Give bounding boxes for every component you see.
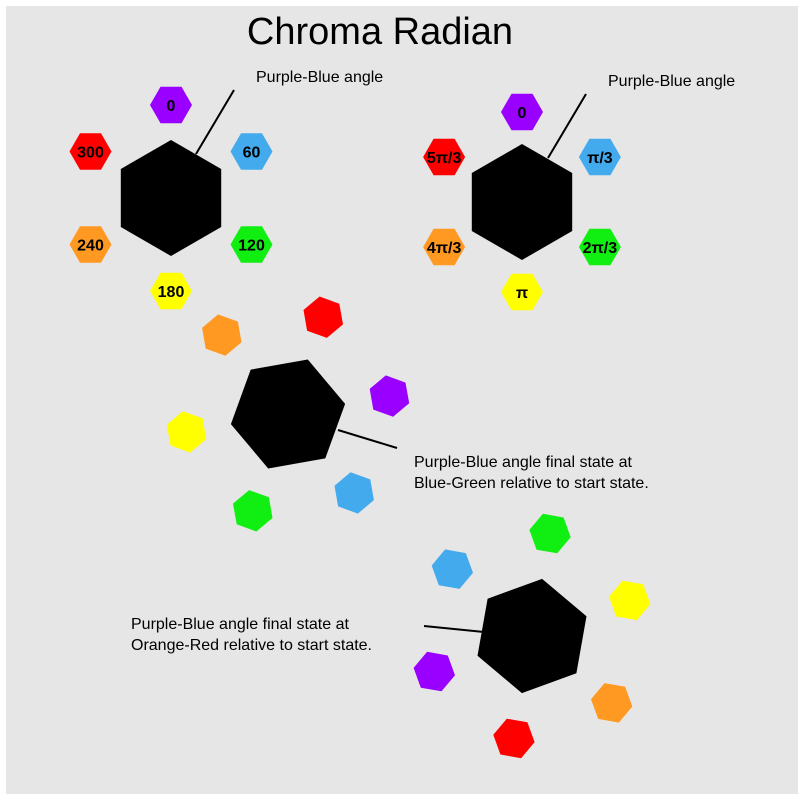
blue-hexagon [578, 138, 621, 176]
callout-leader-line [547, 93, 587, 159]
satellite-label-purple: 0 [167, 98, 176, 115]
core-hexagon [120, 140, 222, 256]
satellite-hexagon-green [529, 513, 571, 554]
satellite-hexagon-red [493, 718, 535, 759]
satellite-hexagon-red [303, 296, 343, 338]
core-hexagon [471, 144, 573, 260]
callout-line: Purple-Blue angle final state at [131, 616, 349, 633]
blue-hexagon [230, 133, 273, 170]
callout-text: Purple-Blue angle final state at Orange-R… [131, 616, 372, 654]
satellite-hexagon-yellow: π [501, 273, 543, 311]
diagram-blue-green-state: Purple-Blue angle final state at Blue-Gre… [166, 296, 649, 532]
satellite-hexagon-orange: 4π/3 [423, 228, 466, 266]
satellite-label-blue: π/3 [587, 150, 613, 167]
page-title: Chroma Radian [247, 11, 513, 53]
satellite-hexagon-purple: 0 [501, 93, 543, 131]
blue-hexagon [431, 549, 473, 589]
yellow-hexagon [501, 273, 543, 311]
satellite-hexagon-green: 120 [230, 226, 273, 263]
callout-line: Blue-Green relative to start state. [414, 475, 649, 492]
yellow-hexagon [609, 580, 651, 621]
satellite-label-purple: 0 [518, 105, 527, 122]
satellite-hexagon-red: 300 [69, 133, 112, 170]
satellite-hexagon-blue [431, 549, 473, 589]
satellite-label-red: 300 [77, 145, 104, 162]
core-hexagon [477, 578, 587, 694]
callout-text: Purple-Blue angle [608, 73, 735, 90]
callout-leader-line [423, 625, 485, 633]
core-hexagon [230, 359, 346, 469]
red-hexagon [69, 133, 112, 170]
satellite-label-green: 2π/3 [583, 240, 618, 257]
satellite-hexagon-purple [413, 651, 455, 692]
orange-hexagon [69, 226, 112, 263]
blue-hexagon [334, 472, 374, 514]
diagram-radians: 0 π/3 2π/3 π 4π/3 5π/3 Purple-Blue angle [423, 73, 735, 311]
satellite-hexagon-blue [334, 472, 374, 514]
green-hexagon [529, 513, 571, 554]
diagram-orange-red-state: Purple-Blue angle final state at Orange-R… [131, 513, 651, 759]
callout-line: Orange-Red relative to start state. [131, 637, 372, 654]
satellite-hexagon-yellow [166, 411, 207, 453]
purple-hexagon [150, 86, 192, 124]
satellite-label-blue: 60 [243, 145, 261, 162]
green-hexagon [230, 226, 273, 263]
callout-line: Purple-Blue angle [608, 73, 735, 90]
orange-hexagon [423, 228, 466, 266]
callout-line: Purple-Blue angle [256, 69, 383, 86]
satellite-label-red: 5π/3 [427, 150, 462, 167]
callout-leader-line [337, 429, 398, 449]
satellite-label-yellow: 180 [158, 284, 185, 301]
satellite-hexagon-orange: 240 [69, 226, 112, 263]
yellow-hexagon [166, 411, 207, 453]
satellite-label-orange: 4π/3 [427, 240, 462, 257]
purple-hexagon [369, 375, 410, 417]
orange-hexagon [591, 683, 633, 723]
callout-leader-line [195, 89, 235, 155]
red-hexagon [303, 296, 343, 338]
satellite-hexagon-orange [591, 683, 633, 723]
satellite-label-green: 120 [238, 238, 265, 255]
satellite-hexagon-green: 2π/3 [578, 228, 621, 266]
purple-hexagon [501, 93, 543, 131]
satellite-hexagon-purple [369, 375, 410, 417]
yellow-hexagon [150, 272, 192, 310]
diagram-layer: 0 60 120 180 240 300 Purple-Blue angle 0 π/3 2π/3… [69, 69, 735, 759]
green-hexagon [578, 228, 621, 266]
callout-text: Purple-Blue angle final state at Blue-Gre… [414, 454, 649, 492]
satellite-hexagon-purple: 0 [150, 86, 192, 124]
orange-hexagon [202, 314, 242, 356]
satellite-hexagon-yellow [609, 580, 651, 621]
green-hexagon [233, 490, 273, 532]
callout-text: Purple-Blue angle [256, 69, 383, 86]
red-hexagon [423, 138, 466, 176]
satellite-label-yellow: π [516, 285, 528, 302]
satellite-hexagon-blue: π/3 [578, 138, 621, 176]
satellite-hexagon-blue: 60 [230, 133, 273, 170]
callout-line: Purple-Blue angle final state at [414, 454, 632, 471]
purple-hexagon [413, 651, 455, 692]
satellite-hexagon-green [233, 490, 273, 532]
satellite-label-orange: 240 [77, 238, 104, 255]
satellite-hexagon-yellow: 180 [150, 272, 192, 310]
satellite-hexagon-red: 5π/3 [423, 138, 466, 176]
red-hexagon [493, 718, 535, 759]
satellite-hexagon-orange [202, 314, 242, 356]
diagram-degrees: 0 60 120 180 240 300 Purple-Blue angle [69, 69, 383, 310]
